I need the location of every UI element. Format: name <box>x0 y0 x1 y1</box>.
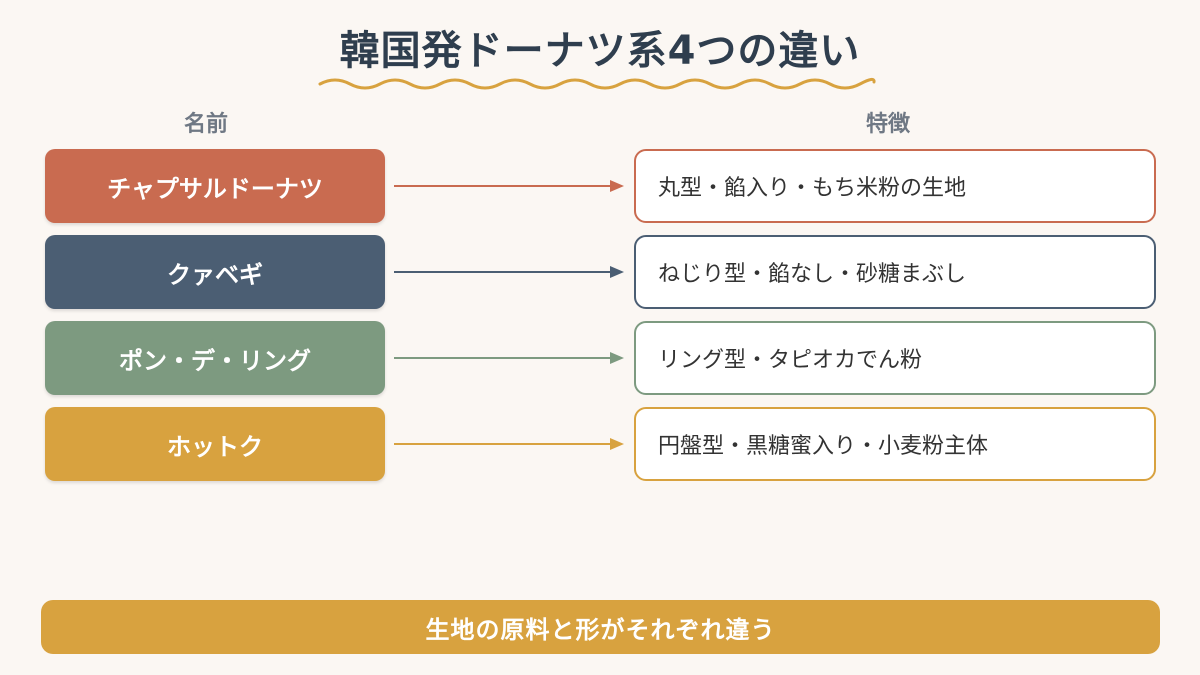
feature-box-chapssal: 丸型・餡入り・もち米粉の生地 <box>634 149 1156 223</box>
name-label: ホットク <box>167 432 263 461</box>
name-box-hotteok: ホットク <box>45 407 385 481</box>
name-box-pon-de-ring: ポン・デ・リング <box>45 321 385 395</box>
arrow-icon <box>394 180 624 192</box>
arrow-icon <box>394 266 624 278</box>
feature-label: 円盤型・黒糖蜜入り・小麦粉主体 <box>658 434 989 459</box>
feature-label: リング型・タピオカでん粉 <box>658 348 923 373</box>
feature-box-hotteok: 円盤型・黒糖蜜入り・小麦粉主体 <box>634 407 1156 481</box>
slide-title: 韓国発ドーナツ系4つの違い <box>339 28 861 74</box>
name-label: ポン・デ・リング <box>119 346 311 375</box>
name-label: チャプサルドーナツ <box>107 174 323 203</box>
column-header-name: 名前 <box>184 112 229 137</box>
feature-box-kkwabaegi: ねじり型・餡なし・砂糖まぶし <box>634 235 1156 309</box>
summary-banner: 生地の原料と形がそれぞれ違う <box>41 600 1160 654</box>
name-box-chapssal: チャプサルドーナツ <box>45 149 385 223</box>
name-label: クァベギ <box>167 260 263 289</box>
title-underline-wave <box>318 77 876 90</box>
column-header-feature: 特徴 <box>866 112 911 137</box>
feature-label: ねじり型・餡なし・砂糖まぶし <box>658 262 967 287</box>
feature-box-pon-de-ring: リング型・タピオカでん粉 <box>634 321 1156 395</box>
arrow-icon <box>394 352 624 364</box>
name-box-kkwabaegi: クァベギ <box>45 235 385 309</box>
summary-text: 生地の原料と形がそれぞれ違う <box>425 615 776 644</box>
feature-label: 丸型・餡入り・もち米粉の生地 <box>658 176 967 201</box>
arrow-icon <box>394 438 624 450</box>
